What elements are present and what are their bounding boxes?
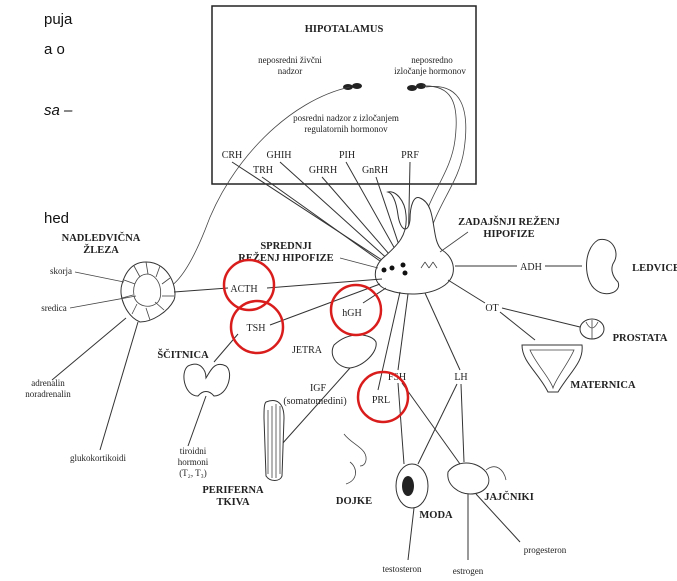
thyroid-hormones-label-2: hormoni xyxy=(178,457,209,467)
ghrh-label: GHRH xyxy=(309,165,337,176)
ot-prostate-line xyxy=(502,308,580,327)
direct-secretion-label-2: izločanje hormonov xyxy=(394,66,466,76)
prf-label: PRF xyxy=(401,150,419,161)
glucocorticoid-line xyxy=(100,322,138,450)
peripheral-label-2: TKIVA xyxy=(216,497,249,508)
acth-label: ACTH xyxy=(230,284,257,295)
breast-icon xyxy=(344,434,366,484)
adh-label: ADH xyxy=(520,262,542,273)
releasing-hormone-lines xyxy=(232,162,410,266)
trh-label: TRH xyxy=(253,165,273,176)
testis-detail xyxy=(402,476,414,496)
lh-ovary-line xyxy=(461,384,464,462)
pituitary-dot-1 xyxy=(390,266,395,271)
igf-label-2: (somatomedini) xyxy=(283,396,346,407)
adrenal-label-2: ŽLEZA xyxy=(83,244,119,256)
hgh-label: hGH xyxy=(342,308,361,319)
ghih-label: GHIH xyxy=(267,150,292,161)
indirect-control-label-1: posredni nadzor z izločanjem xyxy=(293,113,399,123)
progesterone-label: progesteron xyxy=(524,545,567,555)
gnrh-label: GnRH xyxy=(362,165,388,176)
uterus-label: MATERNICA xyxy=(570,380,636,391)
liver-label: JETRA xyxy=(292,345,323,356)
side-text-2: a o xyxy=(44,41,65,58)
pituitary-gland xyxy=(375,192,453,294)
adrenaline-label-2: noradrenalin xyxy=(25,389,71,399)
posterior-pointer xyxy=(440,232,468,252)
glucocorticoid-label: glukokortikoidi xyxy=(70,453,126,463)
adrenaline-label-1: adrenalin xyxy=(31,378,65,388)
anterior-pituitary-label-1: SPREDNJI xyxy=(260,241,311,252)
muscle-icon xyxy=(264,401,284,481)
posterior-pituitary-label-1: ZADAJŠNJI REŽENJ xyxy=(458,215,560,228)
hypothalamus-title: HIPOTALAMUS xyxy=(305,24,384,35)
cortex-pointer xyxy=(75,272,124,282)
neuron-body-left-2 xyxy=(352,83,362,89)
direct-nerve-label-1: neposredni živčni xyxy=(258,55,322,65)
prl-label: PRL xyxy=(372,395,390,406)
adrenaline-line xyxy=(52,318,126,380)
pituitary-dot-4 xyxy=(382,268,387,273)
crh-label: CRH xyxy=(222,150,243,161)
acth-adrenal-line xyxy=(174,288,228,292)
posterior-pituitary-label-2: HIPOFIZE xyxy=(483,229,534,240)
neuron-body-right xyxy=(407,85,417,91)
side-text-3: sa – xyxy=(44,102,73,119)
testosterone-label: testosteron xyxy=(383,564,422,574)
ot-uterus-line xyxy=(500,312,535,340)
neuron-body-left xyxy=(343,84,353,90)
pituitary-dot-3 xyxy=(403,271,408,276)
side-text-4: hed xyxy=(44,210,69,227)
ovary-icon xyxy=(448,463,489,494)
anterior-pituitary-label-2: REŽENJ HIPOFIZE xyxy=(238,252,333,264)
ovary-label: JAJČNIKI xyxy=(484,490,534,503)
thyroid-hormone-line xyxy=(188,396,206,446)
tsh-label: TSH xyxy=(247,323,266,334)
side-text-1: puja xyxy=(44,11,73,28)
ot-label: OT xyxy=(485,303,498,314)
medulla-label: sredica xyxy=(41,303,66,313)
cortex-label: skorja xyxy=(50,266,72,276)
fsh-testis-line xyxy=(398,383,404,464)
direct-nerve-label-2: nadzor xyxy=(278,66,303,76)
testis-label: MODA xyxy=(419,510,453,521)
kidney-label: LEDVICE xyxy=(632,263,677,274)
pih-label: PIH xyxy=(339,150,355,161)
estrogen-label: estrogen xyxy=(453,566,484,576)
testosterone-line xyxy=(408,508,414,560)
thyroid-icon xyxy=(184,364,230,396)
kidney-icon xyxy=(587,239,619,293)
indirect-control-label-2: regulatornih hormonov xyxy=(304,124,388,134)
peripheral-label-1: PERIFERNA xyxy=(202,485,264,496)
thyroid-label: ŠČITNICA xyxy=(157,348,209,361)
igf-label: IGF xyxy=(310,383,327,394)
prostate-label: PROSTATA xyxy=(613,333,668,344)
thyroid-hormones-label-3: (T₂, T₃) xyxy=(179,468,207,478)
lh-label: LH xyxy=(454,372,467,383)
breast-label: DOJKE xyxy=(336,496,372,507)
anterior-pointer xyxy=(340,258,378,268)
pituitary-dot-2 xyxy=(401,263,406,268)
thyroid-hormones-label-1: tiroidni xyxy=(180,446,207,456)
liver-icon xyxy=(332,335,376,368)
direct-secretion-label-1: neposredno xyxy=(411,55,453,65)
adrenal-label-1: NADLEDVIČNA xyxy=(62,231,141,244)
